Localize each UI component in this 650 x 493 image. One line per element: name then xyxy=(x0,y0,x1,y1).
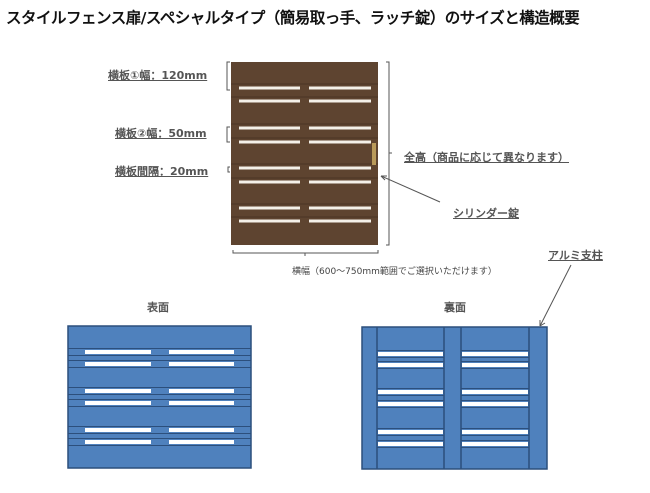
slat-gap xyxy=(462,352,528,356)
aluminum-post-label: アルミ支柱 xyxy=(548,249,603,262)
cylinder-lock-label: シリンダー錠 xyxy=(453,207,519,220)
slat-gap xyxy=(169,362,234,366)
slat-gap xyxy=(309,140,371,144)
slat-gap xyxy=(378,442,443,446)
slat-gap xyxy=(309,126,371,130)
slat-gap xyxy=(378,352,443,356)
front-panel xyxy=(67,325,252,469)
total-height-label: 全高（商品に応じて異なります） xyxy=(404,151,569,164)
slat-gap xyxy=(239,140,300,144)
slat-gap xyxy=(378,402,443,406)
slat-gap xyxy=(309,99,371,103)
dimension-brackets xyxy=(226,61,572,327)
slat-gap xyxy=(462,390,528,394)
handle-icon xyxy=(372,143,376,165)
slat-gap xyxy=(85,389,151,393)
slat-gap xyxy=(309,166,371,170)
door-photo xyxy=(231,62,378,245)
slat-gap xyxy=(462,430,528,434)
board1-width-label: 横板①幅：120mm xyxy=(108,69,208,82)
slat-gap xyxy=(239,180,300,184)
slat-gap xyxy=(169,401,234,405)
slat-gap xyxy=(462,363,528,367)
slat-gap xyxy=(169,440,234,444)
slat-gap xyxy=(239,86,300,90)
slat-gap xyxy=(239,206,300,210)
back-panel xyxy=(361,326,548,470)
slat-gap xyxy=(85,350,151,354)
back-label: 裏面 xyxy=(444,301,466,314)
slat-gap xyxy=(239,126,300,130)
slat-gap xyxy=(378,363,443,367)
slat-gap xyxy=(85,428,151,432)
slat-gap xyxy=(85,401,151,405)
board-gap-label: 横板間隔：20mm xyxy=(115,165,209,178)
board2-width-label: 横板②幅：50mm xyxy=(115,127,207,140)
slat-gap xyxy=(169,350,234,354)
aluminum-post-arrow xyxy=(539,264,572,327)
slat-gap xyxy=(169,389,234,393)
slat-gap xyxy=(309,219,371,223)
aluminum-posts xyxy=(376,327,530,469)
slat-gap xyxy=(309,180,371,184)
front-label: 表面 xyxy=(147,301,169,314)
slat-gap xyxy=(309,206,371,210)
slat-gap xyxy=(378,390,443,394)
slat-gap xyxy=(309,86,371,90)
slat-gap xyxy=(169,428,234,432)
slat-gap xyxy=(462,402,528,406)
slat-gap xyxy=(239,219,300,223)
slat-gap xyxy=(462,442,528,446)
slat-gap xyxy=(239,99,300,103)
width-label: 横幅（600～750mm範囲でご選択いただけます） xyxy=(292,267,497,277)
cylinder-lock-arrow xyxy=(380,175,441,203)
slat-gap xyxy=(239,166,300,170)
slat-gap xyxy=(85,440,151,444)
slat-gap xyxy=(378,430,443,434)
slat-gap xyxy=(85,362,151,366)
page-title: スタイルフェンス扉/スペシャルタイプ（簡易取っ手、ラッチ錠）のサイズと構造概要 xyxy=(6,9,580,27)
